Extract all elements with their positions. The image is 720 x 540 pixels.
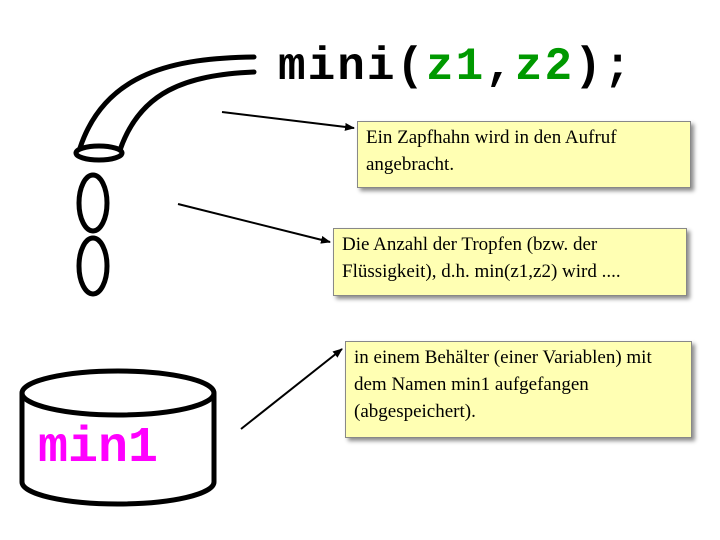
arrow-icon xyxy=(221,111,355,131)
function-call: mini(z1,z2); xyxy=(278,44,633,90)
argument-z1: z1 xyxy=(426,41,486,93)
open-paren: ( xyxy=(396,41,427,93)
function-name: mini xyxy=(278,41,397,93)
tap-icon xyxy=(73,54,257,163)
note-drops: Die Anzahl der Tropfen (bzw. der Flüssig… xyxy=(333,228,687,296)
note-container: in einem Behälter (einer Variablen) mit … xyxy=(345,341,692,438)
drop-icon xyxy=(76,172,110,234)
drop-icon xyxy=(76,235,110,297)
arrow-icon xyxy=(240,348,343,430)
note-tap: Ein Zapfhahn wird in den Aufruf angebrac… xyxy=(357,121,691,188)
container-icon xyxy=(19,368,217,507)
arrow-icon xyxy=(177,203,331,244)
argument-z2: z2 xyxy=(514,41,575,93)
comma: , xyxy=(485,41,515,93)
close-paren-semicolon: ); xyxy=(574,41,634,93)
variable-label: min1 xyxy=(38,420,159,477)
